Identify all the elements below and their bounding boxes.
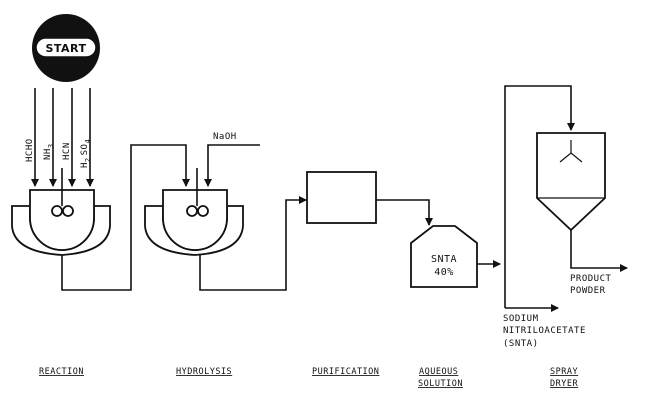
reaction-agitator-blade-left xyxy=(51,205,63,217)
reaction-vessel xyxy=(11,168,111,256)
reaction-vessel-body xyxy=(29,189,95,251)
snta-tank-body xyxy=(410,225,478,288)
flow-line-purification-to-tank xyxy=(376,199,433,226)
reaction-agitator-blade-right xyxy=(62,205,74,217)
snta-tank-label: SNTA xyxy=(431,254,457,265)
product-label-line2: POWDER xyxy=(570,286,606,296)
flow-line-hydrolysis-to-purification xyxy=(199,196,307,291)
label-hcn: HCN xyxy=(62,142,72,160)
stage-label-reaction: REACTION xyxy=(39,367,84,377)
start-band xyxy=(35,37,97,58)
flow-line-naoh-feed xyxy=(204,144,260,187)
label-naoh: NaOH xyxy=(213,132,237,142)
flow-line-reaction-to-hydrolysis xyxy=(61,144,190,291)
spray-nozzle-spray xyxy=(559,152,583,163)
spray-dryer-body xyxy=(536,132,606,232)
hydrolysis-vessel xyxy=(144,168,244,256)
stage-label-hydrolysis: HYDROLYSIS xyxy=(176,367,232,377)
stage-label-spray: SPRAY xyxy=(550,367,578,377)
snta-label-line3: (SNTA) xyxy=(503,339,539,349)
stage-label-purification: PURIFICATION xyxy=(312,367,379,377)
start-label: START xyxy=(45,42,86,55)
snta-label-line1: SODIUM xyxy=(503,314,539,324)
snta-label-line2: NITRILOACETATE xyxy=(503,326,586,336)
stage-label-aqueous: AQUEOUS xyxy=(419,367,458,377)
label-hcho: HCHO xyxy=(25,138,35,162)
purification-unit xyxy=(306,171,377,224)
product-label-line1: PRODUCT xyxy=(570,274,612,284)
label-nh3: NH3 xyxy=(43,143,55,160)
stage-label-dryer: DRYER xyxy=(550,379,578,389)
snta-solution-tank: SNTA 40% xyxy=(410,225,478,288)
spray-dryer xyxy=(536,132,628,272)
label-h2so4: H2SO4 xyxy=(80,139,92,168)
stage-label-solution: SOLUTION xyxy=(418,379,463,389)
hydrolysis-vessel-body xyxy=(162,189,228,251)
hydrolysis-agitator-blade-left xyxy=(186,205,198,217)
reactant-feed-lines xyxy=(31,88,94,187)
hydrolysis-agitator-blade-right xyxy=(197,205,209,217)
flow-line-product-output xyxy=(570,230,628,272)
flow-line-dryer-feed-riser xyxy=(504,85,575,308)
start-emblem: START xyxy=(32,14,100,82)
snta-tank-concentration: 40% xyxy=(434,267,454,278)
